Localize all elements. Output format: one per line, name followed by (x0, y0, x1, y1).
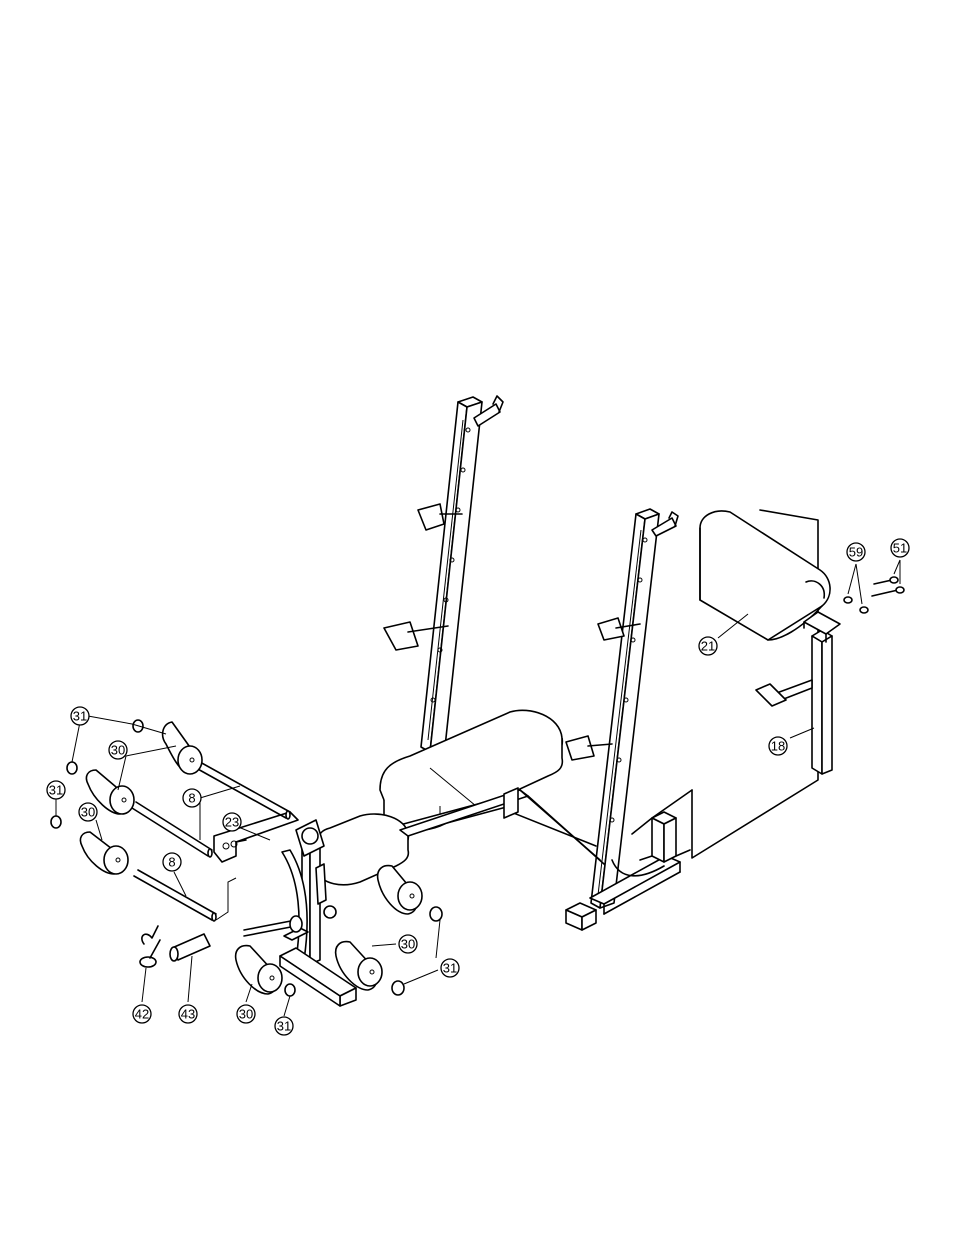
spring-clip (140, 926, 160, 967)
callout-label: 30 (111, 743, 125, 758)
callout-label: 31 (277, 1019, 291, 1034)
callout-c17: 18 (769, 737, 787, 755)
callout-c2: 30 (109, 741, 127, 759)
callout-label: 30 (81, 805, 95, 820)
callout-label: 30 (239, 1007, 253, 1022)
callout-label: 31 (73, 709, 87, 724)
callout-c9: 43 (179, 1005, 197, 1023)
callout-label: 31 (49, 783, 63, 798)
callout-c16: 51 (891, 539, 909, 557)
callout-c11: 31 (275, 1017, 293, 1035)
callout-label: 23 (225, 815, 239, 830)
callout-label: 18 (771, 739, 785, 754)
callout-c15: 59 (847, 543, 865, 561)
callout-label: 30 (401, 937, 415, 952)
callout-c1: 31 (71, 707, 89, 725)
callout-label: 8 (188, 791, 195, 806)
roller-sleeve (170, 934, 210, 961)
callout-c14: 21 (699, 637, 717, 655)
callout-c4: 30 (79, 803, 97, 821)
callout-c8: 42 (133, 1005, 151, 1023)
callout-label: 59 (849, 545, 863, 560)
roller-bars (132, 762, 290, 921)
callout-c5: 8 (183, 789, 201, 807)
callout-label: 31 (443, 961, 457, 976)
callout-c10: 30 (237, 1005, 255, 1023)
callout-label: 43 (181, 1007, 195, 1022)
callout-c13: 31 (441, 959, 459, 977)
left-upright-post (384, 396, 503, 752)
callout-label: 21 (701, 639, 715, 654)
callout-c3: 31 (47, 781, 65, 799)
hardware-washers-bolts (844, 577, 904, 613)
callout-c7: 8 (163, 853, 181, 871)
callout-label: 51 (893, 541, 907, 556)
callout-c6: 23 (223, 813, 241, 831)
callout-label: 8 (168, 855, 175, 870)
callout-label: 42 (135, 1007, 149, 1022)
callout-c12: 30 (399, 935, 417, 953)
